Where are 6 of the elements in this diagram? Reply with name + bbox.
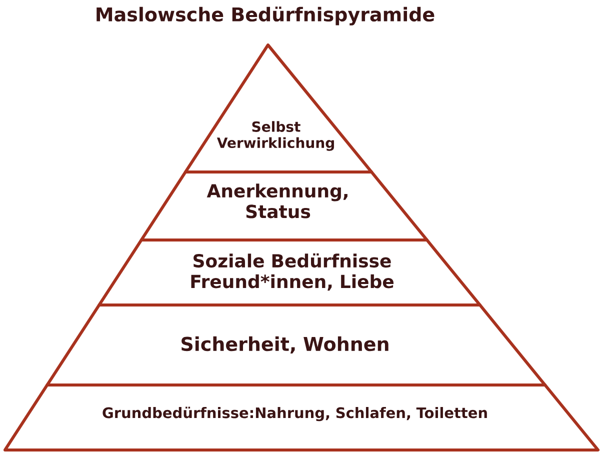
pyramid-level: Selbst Verwirklichung	[184, 44, 373, 174]
title: Maslowsche Bedürfnispyramide	[96, 6, 434, 26]
pyramid-level: Soziale Bedürfnisse Freund*innen, Liebe	[98, 238, 482, 306]
pyramid-level: Grundbedürfnisse:Nahrung, Schlafen, Toiletten	[4, 383, 600, 452]
pyramid-level: Anerkennung, Status	[140, 170, 428, 242]
pyramid-level: Sicherheit, Wohnen	[46, 303, 546, 386]
